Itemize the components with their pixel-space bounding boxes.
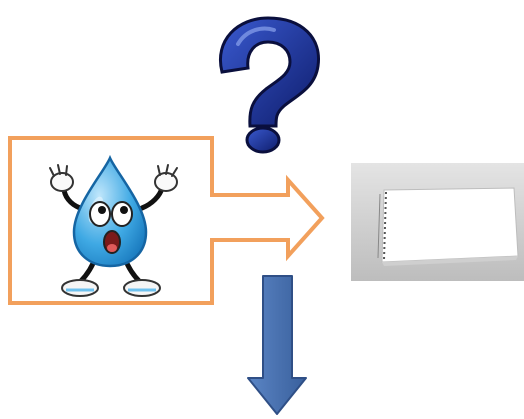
right-shoe [124, 280, 160, 296]
down-arrow [248, 276, 306, 414]
question-mark-icon [220, 18, 318, 152]
mouth [104, 231, 120, 253]
spiral-notebook-image [351, 163, 524, 281]
left-shoe [62, 280, 98, 296]
